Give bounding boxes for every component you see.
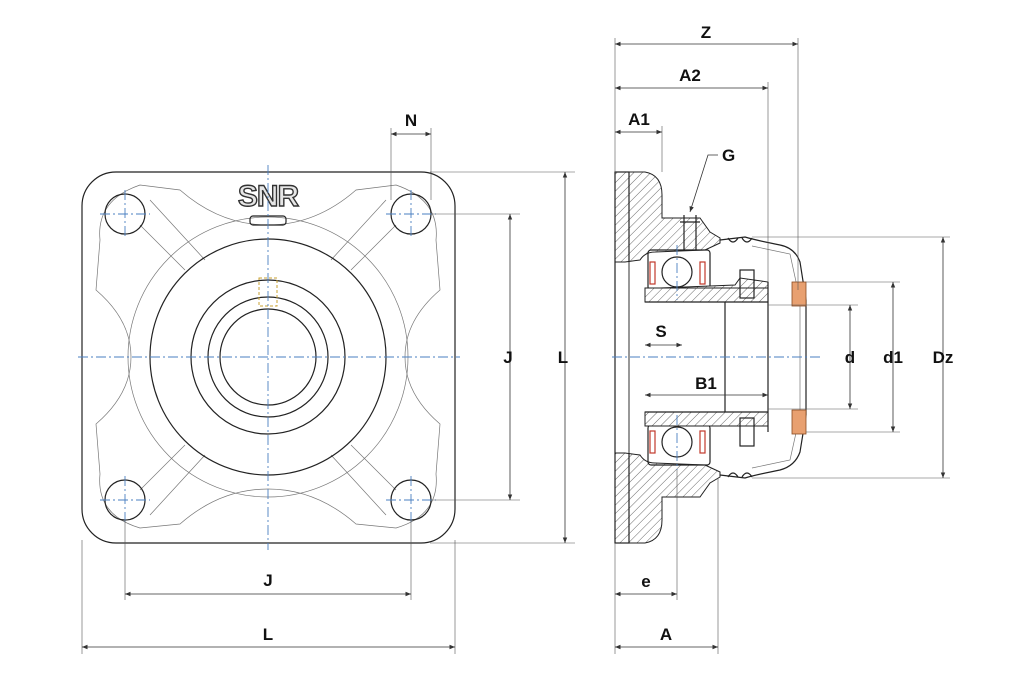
housing-section-top <box>614 171 721 263</box>
g-label: G <box>722 146 735 165</box>
jv-label: J <box>503 348 512 367</box>
seal-right-bottom <box>699 430 706 454</box>
cover-groove-top <box>727 237 753 243</box>
set-screw-top <box>739 269 755 299</box>
rib-line-tr <box>330 199 397 271</box>
seal-left-bottom <box>649 430 656 454</box>
cover-groove-bottom <box>727 472 753 478</box>
housing-section-bottom <box>614 452 721 544</box>
rib-line-br <box>330 444 397 516</box>
rib-line-bl <box>139 444 206 516</box>
a1-label: A1 <box>628 110 650 129</box>
seal-right-top <box>699 261 706 285</box>
set-screw-bottom <box>739 417 755 447</box>
e-label: e <box>641 572 650 591</box>
d1-label: d1 <box>883 348 903 367</box>
b1-label: B1 <box>695 374 717 393</box>
brand-logo: SNR <box>238 180 300 213</box>
lh-label: L <box>263 625 273 644</box>
n-label: N <box>405 111 417 130</box>
end-cover <box>719 236 807 479</box>
g-leader-line <box>689 154 718 213</box>
a-label: A <box>660 625 672 644</box>
lv-label: L <box>558 348 568 367</box>
flange-outline <box>81 171 456 544</box>
s-label: S <box>655 322 666 341</box>
front-view: SNR N J L J L <box>78 111 575 654</box>
d-label: d <box>845 348 855 367</box>
side-view: Z A2 A1 G S B1 d d1 Dz <box>612 23 953 654</box>
dz-label: Dz <box>933 348 954 367</box>
z-label: Z <box>701 23 711 42</box>
rubber-seal-top <box>791 281 807 307</box>
a2-label: A2 <box>679 66 701 85</box>
end-cover-inner <box>751 245 801 469</box>
inner-ring-bottom-body <box>644 411 769 427</box>
jh-label: J <box>263 571 272 590</box>
seal-left-top <box>649 261 656 285</box>
rubber-seal-bottom <box>791 409 807 435</box>
rib-line-tl <box>139 199 206 271</box>
grease-nipple <box>680 215 700 250</box>
inner-ring-top-body <box>644 287 769 303</box>
